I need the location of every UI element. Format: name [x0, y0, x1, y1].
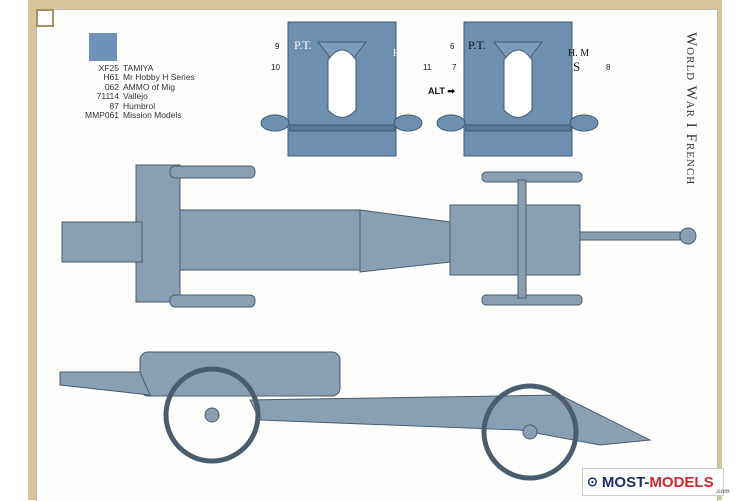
marking-hm: H. M	[568, 48, 590, 59]
paint-brand: Vallejo	[123, 91, 148, 102]
paint-brand: Mr Hobby H Series	[123, 72, 195, 83]
legend-row: MMP061 Mission Models	[82, 110, 195, 121]
alt-text: ALT	[428, 86, 445, 96]
marking-s: S	[398, 59, 406, 74]
paint-code: MMP061	[84, 110, 119, 121]
gun-shield-front-left	[260, 21, 423, 157]
magnifier-icon: ⊙	[587, 474, 598, 489]
legend-row: H61 Mr Hobby H Series	[82, 72, 195, 83]
paint-code: 87	[109, 100, 119, 111]
marking-pt: P.T.	[294, 38, 312, 52]
callout-number: 11	[423, 63, 432, 72]
paint-brand: AMMO of Mig	[123, 81, 175, 92]
marking-s: S	[573, 59, 581, 74]
callout-number: 9	[275, 42, 280, 51]
logo-text-2: MODELS	[649, 473, 714, 491]
gun-side-view	[59, 351, 652, 481]
legend-row: XF25 TAMIYA	[82, 63, 195, 73]
paint-code: XF25	[98, 63, 119, 73]
paint-legend: XF25 TAMIYA H61 Mr Hobby H Series 062 AMMO …	[82, 63, 195, 121]
logo-text-1: MOST-	[601, 473, 650, 491]
page-title: World War I French	[683, 32, 699, 186]
legend-row: 062 AMMO of Mig	[82, 81, 195, 92]
alt-label: ALT ➡	[428, 86, 455, 97]
legend-row: 71114 Vallejo	[82, 91, 195, 102]
arrow-right-icon: ➡	[447, 86, 455, 96]
paint-code: H61	[103, 72, 119, 83]
paint-brand: Mission Models	[123, 110, 182, 121]
corner-ornament	[36, 9, 54, 27]
paint-brand: TAMIYA	[123, 63, 154, 73]
legend-row: 87 Humbrol	[82, 100, 195, 111]
logo-sub: .com	[715, 489, 730, 495]
paint-code: 71114	[96, 91, 119, 102]
watermark-logo: ⊙ MOST-MODELS .com	[582, 468, 730, 496]
callout-number: 10	[271, 63, 280, 72]
color-swatch	[89, 33, 117, 61]
paint-code: 062	[104, 81, 119, 92]
callout-number: 8	[606, 63, 611, 72]
gun-top-view	[61, 164, 697, 308]
callout-number: 6	[450, 42, 455, 51]
marking-pt: P.T.	[468, 38, 486, 52]
paint-brand: Humbrol	[123, 100, 156, 111]
marking-hm: H. M	[393, 48, 415, 59]
callout-number: 7	[452, 63, 457, 72]
gun-shield-front-right	[436, 21, 599, 157]
